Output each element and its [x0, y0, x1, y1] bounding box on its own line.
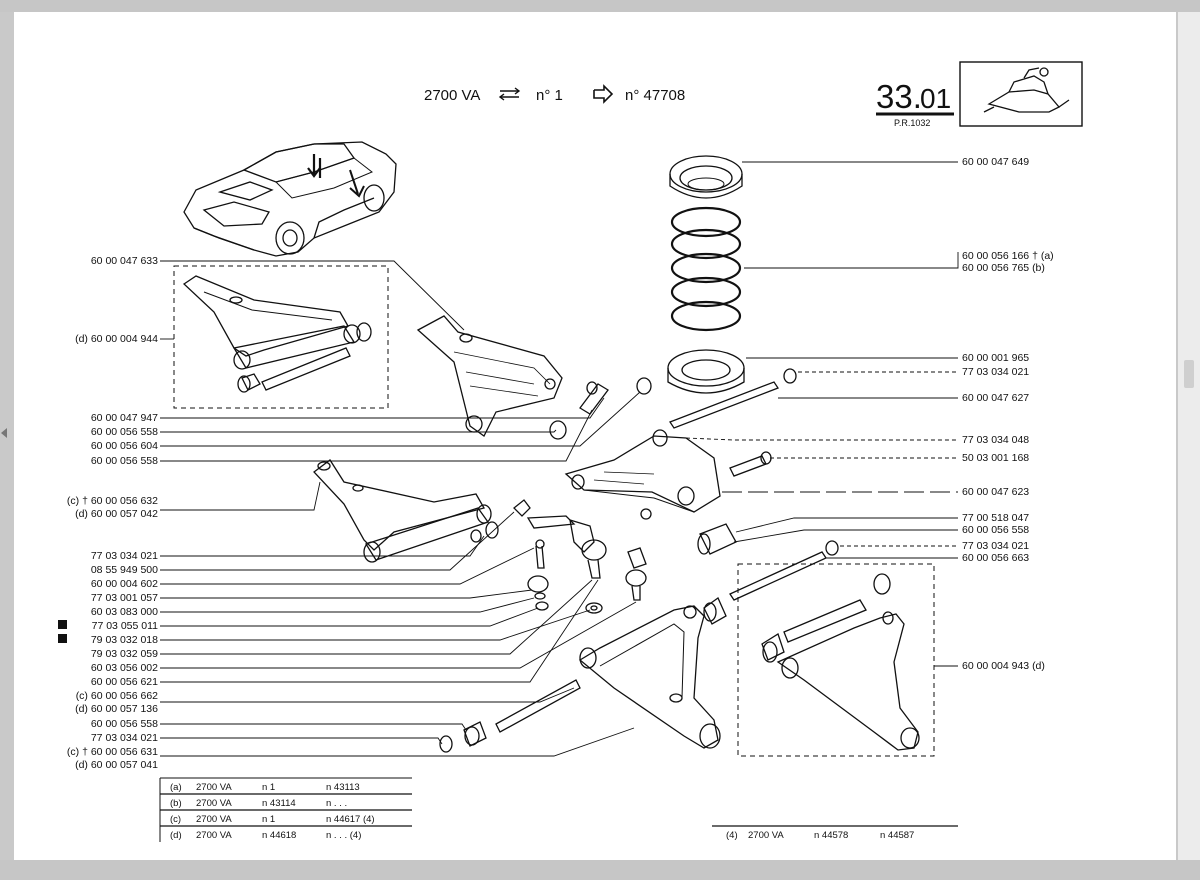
- coil-spring: [670, 206, 742, 332]
- header-to: n° 47708: [625, 87, 685, 104]
- legend-model-c: 2700 VA: [196, 814, 232, 825]
- label-left-20: 60 00 056 558: [91, 718, 158, 730]
- viewer-bottom-bar: [0, 860, 1200, 880]
- legend-to-a: n 43113: [326, 782, 360, 793]
- ball-joint-parts: [513, 499, 647, 614]
- label-right-0: 60 00 047 649: [962, 156, 1029, 168]
- label-left-17: 60 00 056 621: [91, 676, 158, 688]
- label-left-16: 60 03 056 002: [91, 662, 158, 674]
- label-left-14: 79 03 032 018: [91, 634, 158, 646]
- label-left-23: (d) 60 00 057 041: [75, 759, 158, 771]
- legend-from-a: n 1: [262, 782, 275, 793]
- label-left-4: 60 00 056 604: [91, 440, 158, 452]
- label-right-13: 60 00 004 943 (d): [962, 660, 1045, 672]
- double-arrow-icon: [498, 87, 521, 101]
- spring-top-cup: [669, 155, 743, 199]
- spring-seat: [667, 349, 745, 394]
- bushing-parts-center: [470, 377, 652, 543]
- upper-arm-assembly-d: [182, 275, 372, 393]
- page-header: 2700 VA n° 1 n° 47708 33. 01 P.R.1032: [424, 61, 1083, 128]
- boxed-marker-icon: [58, 634, 67, 643]
- legend-key-c: (c): [170, 814, 181, 825]
- parts-diagram: 2700 VA n° 1 n° 47708 33. 01 P.R.1032: [58, 61, 1083, 842]
- label-right-7: 50 03 001 168: [962, 452, 1029, 464]
- upper-arm-assembly-c: [313, 459, 492, 563]
- label-left-22: (c) † 60 00 056 631: [67, 746, 158, 758]
- label-left-6: (c) † 60 00 056 632: [67, 495, 158, 507]
- long-shaft-upper: [669, 368, 797, 429]
- label-right-10: 60 00 056 558: [962, 524, 1029, 536]
- sheet-number-major: 33.: [876, 78, 922, 115]
- label-left-12: 60 03 083 000: [91, 606, 158, 618]
- boxed-marker-icon: [58, 620, 67, 629]
- dashed-group-lower-arm: [737, 563, 935, 757]
- legend-from-c: n 1: [262, 814, 275, 825]
- label-left-11: 77 03 001 057: [91, 592, 158, 604]
- footnote-from: n 44578: [814, 830, 848, 841]
- label-left-2: 60 00 047 947: [91, 412, 158, 424]
- label-left-15: 79 03 032 059: [91, 648, 158, 660]
- car-illustration: [183, 141, 397, 257]
- label-right-6: 77 03 034 048: [962, 434, 1029, 446]
- sheet-number-minor: 01: [920, 83, 951, 114]
- label-right-1: 60 00 056 166 † (a): [962, 250, 1054, 262]
- dashed-group-upper-arm: [173, 265, 389, 409]
- scrollbar-thumb[interactable]: [1184, 360, 1194, 388]
- left-arrow-icon[interactable]: [1, 428, 7, 438]
- label-left-0: 60 00 047 633: [91, 255, 158, 267]
- legend-to-b: n . . .: [326, 798, 347, 809]
- label-right-9: 77 00 518 047: [962, 512, 1029, 524]
- footnote-model: 2700 VA: [748, 830, 784, 841]
- legend-to-d: n . . . (4): [326, 830, 361, 841]
- thumbnail-box: [959, 61, 1083, 127]
- legend-from-d: n 44618: [262, 830, 296, 841]
- label-right-11: 77 03 034 021: [962, 540, 1029, 552]
- label-left-8: 77 03 034 021: [91, 550, 158, 562]
- label-right-5: 60 00 047 627: [962, 392, 1029, 404]
- legend-model-a: 2700 VA: [196, 782, 232, 793]
- lower-arm-assembly-d: [761, 573, 920, 751]
- label-right-8: 60 00 047 623: [962, 486, 1029, 498]
- legend-model-b: 2700 VA: [196, 798, 232, 809]
- pr-code: P.R.1032: [894, 118, 930, 128]
- footnote-key: (4): [726, 830, 738, 841]
- legend-model-d: 2700 VA: [196, 830, 232, 841]
- viewer-top-bar: [0, 0, 1200, 12]
- legend-key-b: (b): [170, 798, 182, 809]
- label-left-19: (d) 60 00 057 136: [75, 703, 158, 715]
- document-page: 2700 VA n° 1 n° 47708 33. 01 P.R.1032: [14, 12, 1176, 860]
- label-left-18: (c) 60 00 056 662: [76, 690, 158, 702]
- label-right-4: 77 03 034 021: [962, 366, 1029, 378]
- header-range: n° 1: [536, 87, 563, 104]
- label-left-3: 60 00 056 558: [91, 426, 158, 438]
- footnote-row: (4) 2700 VA n 44578 n 44587: [712, 825, 958, 841]
- legend-from-b: n 43114: [262, 798, 296, 809]
- label-left-10: 60 00 004 602: [91, 578, 158, 590]
- arrow-right-icon: [593, 84, 614, 104]
- legend-key-a: (a): [170, 782, 182, 793]
- left-part-labels: 60 00 047 633 (d) 60 00 004 944 60 00 04…: [58, 255, 158, 771]
- legend-key-d: (d): [170, 830, 182, 841]
- label-left-21: 77 03 034 021: [91, 732, 158, 744]
- leader-lines-left: [160, 260, 641, 757]
- label-right-12: 60 00 056 663: [962, 552, 1029, 564]
- footnote-to: n 44587: [880, 830, 914, 841]
- label-left-7: (d) 60 00 057 042: [75, 508, 158, 520]
- bushing-parts-right: [697, 523, 839, 625]
- label-left-1: (d) 60 00 004 944: [75, 333, 158, 345]
- legend-table: (a) 2700 VA n 1 n 43113 (b) 2700 VA n 43…: [159, 777, 412, 842]
- label-right-3: 60 00 001 965: [962, 352, 1029, 364]
- lower-arm-assembly: [439, 605, 721, 753]
- lower-mount-bracket: [564, 429, 772, 520]
- legend-to-c: n 44617 (4): [326, 814, 375, 825]
- vertical-scrollbar[interactable]: [1178, 12, 1200, 860]
- label-left-9: 08 55 949 500: [91, 564, 158, 576]
- label-left-5: 60 00 056 558: [91, 455, 158, 467]
- label-right-2: 60 00 056 765 (b): [962, 262, 1045, 274]
- label-left-13: 77 03 055 011: [92, 620, 159, 632]
- leader-lines-right: [685, 161, 959, 667]
- header-model: 2700 VA: [424, 87, 480, 104]
- right-part-labels: 60 00 047 649 60 00 056 166 † (a) 60 00 …: [962, 156, 1054, 672]
